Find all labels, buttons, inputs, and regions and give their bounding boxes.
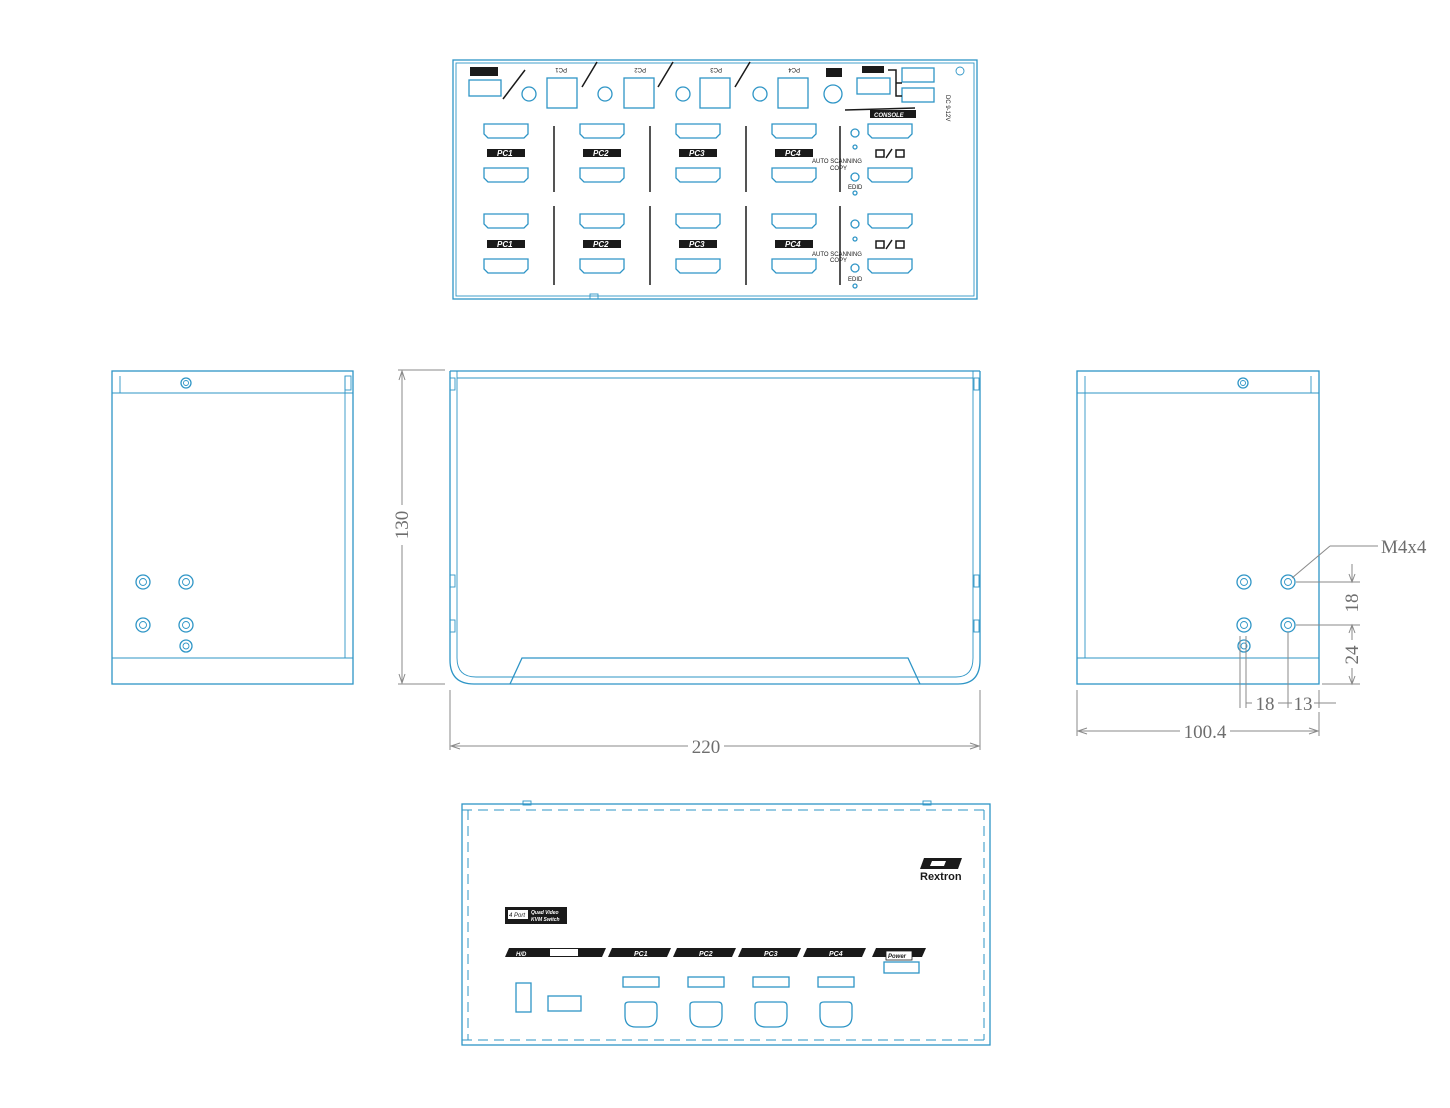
- front-pc3-label: PC3: [764, 951, 778, 958]
- hole-vertical-spacing: 18: [1342, 594, 1363, 613]
- rear-pc1-top-label: PC1: [555, 66, 567, 72]
- hole-horizontal-dimensions: 18 13: [1239, 632, 1336, 715]
- front-pc3-button: [754, 1001, 788, 1028]
- edid-label-upper: EDID: [848, 185, 863, 191]
- model-badge: 4 Port Quad Video KVM Switch: [505, 907, 567, 924]
- front-pc3-led: [752, 976, 790, 988]
- hole-vertical-dimensions: 18 24: [1296, 564, 1363, 686]
- screw-callout: M4x4: [1291, 537, 1427, 579]
- front-pc2-label: PC2: [699, 951, 713, 958]
- console-label: CONSOLE: [874, 113, 905, 119]
- rear-video-ports-upper: PC1 PC2 PC3 PC4 AUTO SCANNING COPY EDID: [483, 123, 913, 196]
- edid-label-lower: EDID: [848, 277, 863, 283]
- rextron-logo: Rextron: [920, 858, 962, 883]
- hole-bottom-offset: 24: [1342, 645, 1363, 665]
- front-usb-port-vertical: [515, 982, 532, 1013]
- rear-pc2-top-label: PC2: [634, 66, 646, 72]
- height-dimension: 130: [392, 369, 445, 685]
- front-pc2-led: [687, 976, 725, 988]
- front-pc1-label: PC1: [634, 951, 648, 958]
- left-side-view: [111, 370, 354, 685]
- model-line1: 4 Port: [509, 913, 525, 919]
- rear-pc2-label-lower: PC2: [593, 240, 609, 249]
- screw-label: M4x4: [1381, 537, 1427, 558]
- auto-scan-label-lower: AUTO SCANNING: [812, 252, 862, 258]
- right-side-view: [1076, 370, 1320, 685]
- chassis-front-view: [449, 370, 981, 685]
- front-pc4-label: PC4: [829, 951, 843, 958]
- rear-video-ports-lower: PC1 PC2 PC3 PC4 AUTO SCANNING COPY EDID: [483, 213, 913, 289]
- hole-horizontal-spacing: 18: [1256, 694, 1275, 715]
- rear-panel-view: PC1 PC2 PC3 PC4 CONSOLE DC 9-12V: [452, 59, 978, 300]
- rear-pc1-label-upper: PC1: [497, 149, 513, 158]
- power-label: Power: [888, 954, 907, 960]
- rear-pc3-label-lower: PC3: [689, 240, 705, 249]
- front-pc2-button: [689, 1001, 723, 1028]
- front-power-led: [883, 961, 920, 974]
- depth-dimension: 100.4: [1076, 690, 1320, 743]
- width-dimension: 220: [449, 690, 981, 758]
- front-pc1-led: [622, 976, 660, 988]
- rear-pc4-label-upper: PC4: [785, 149, 801, 158]
- rear-pc3-label-upper: PC3: [689, 149, 705, 158]
- front-pc4-led: [817, 976, 855, 988]
- rear-pc4-top-label: PC4: [788, 66, 800, 72]
- rear-pc1-label-lower: PC1: [497, 240, 513, 249]
- usb-label: H/D: [516, 952, 527, 958]
- front-usb-port: [547, 995, 582, 1012]
- hole-edge-offset: 13: [1294, 694, 1313, 715]
- dc-label: DC 9-12V: [944, 95, 950, 121]
- model-line2: Quad Video: [531, 910, 559, 916]
- brand-name: Rextron: [920, 871, 962, 883]
- auto-scan-label-upper: AUTO SCANNING: [812, 159, 862, 165]
- front-panel-view: Rextron 4 Port Quad Video KVM Switch H/D…: [461, 800, 991, 1046]
- rear-pc3-top-label: PC3: [710, 66, 722, 72]
- front-pc4-button: [819, 1001, 853, 1028]
- rear-pc-audio-row: PC1 PC2 PC3 PC4: [521, 61, 809, 109]
- rear-pc2-label-upper: PC2: [593, 149, 609, 158]
- front-pc1-button: [624, 1001, 658, 1028]
- width-value: 220: [692, 737, 721, 758]
- copy-label-upper: COPY: [830, 166, 847, 172]
- rear-pc4-label-lower: PC4: [785, 240, 801, 249]
- height-value: 130: [392, 511, 413, 540]
- copy-label-lower: COPY: [830, 258, 847, 264]
- model-line3: KVM Switch: [531, 917, 560, 923]
- depth-value: 100.4: [1184, 722, 1227, 743]
